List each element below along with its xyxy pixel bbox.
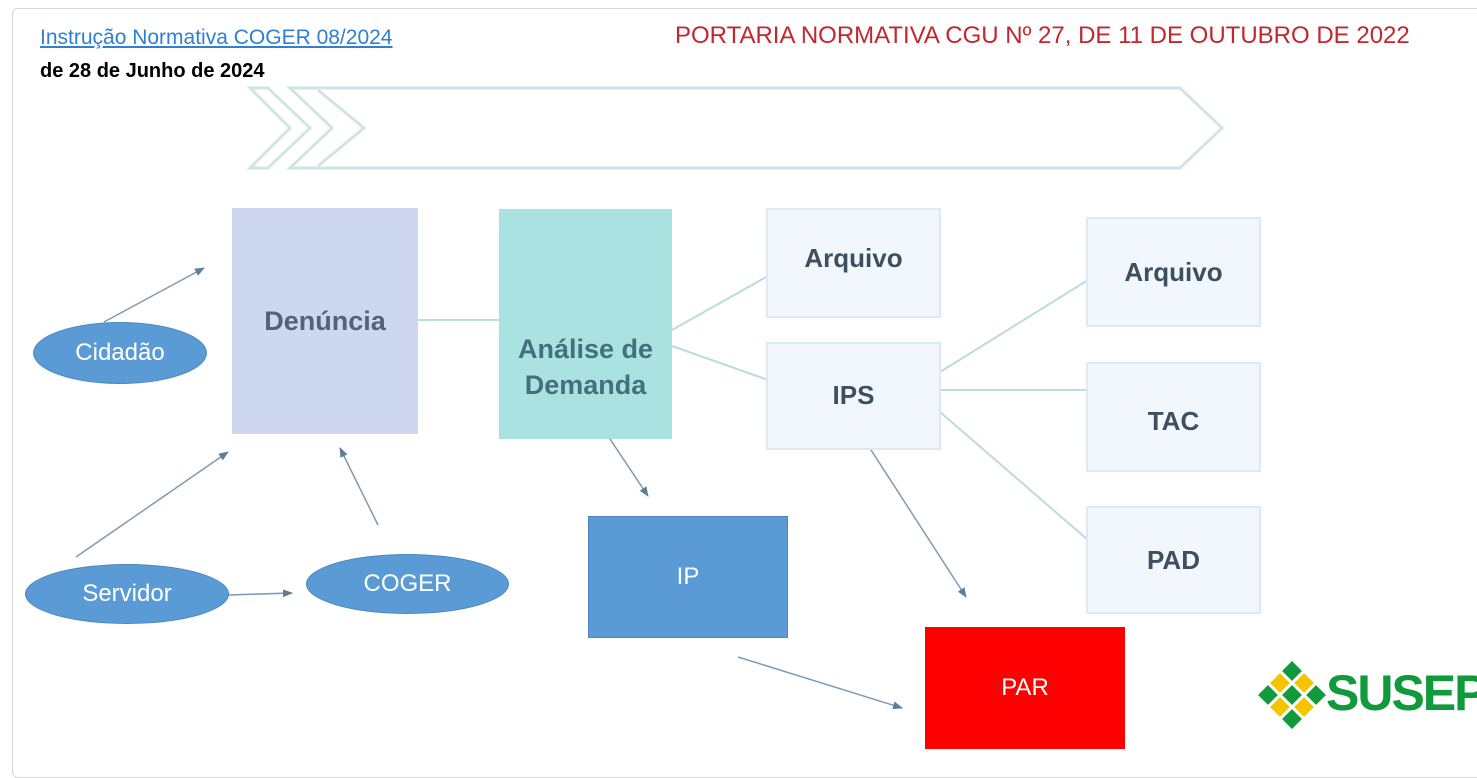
arrow-servidor-denuncia: [75, 451, 229, 558]
node-ips-label: IPS: [832, 380, 875, 410]
oval-coger: COGER: [306, 554, 509, 614]
arrow-cidadao-denuncia: [103, 267, 205, 323]
node-arquivo-1-label: Arquivo: [804, 242, 903, 273]
chevron-small: [246, 86, 313, 170]
node-arquivo-2: Arquivo: [1086, 217, 1261, 327]
connector-analise-ips: [671, 345, 769, 381]
node-analise-label-line1: Análise de: [517, 334, 654, 364]
node-arquivo-1: Arquivo: [766, 208, 941, 318]
oval-servidor: Servidor: [25, 564, 229, 624]
node-pad: PAD: [1086, 506, 1261, 614]
susep-logo: SUSEP: [1256, 650, 1477, 740]
arrow-ips-par: [861, 435, 967, 598]
susep-logo-text: SUSEP: [1326, 665, 1477, 721]
node-par-label: PAR: [1001, 674, 1049, 701]
node-tac-label: TAC: [1147, 406, 1200, 436]
node-ip: IP: [588, 516, 788, 638]
portaria-title: PORTARIA NORMATIVA CGU Nº 27, DE 11 DE O…: [675, 22, 1410, 49]
connector-ips-pad: [939, 411, 1089, 541]
node-denuncia: Denúncia: [232, 208, 418, 434]
node-ip-label: IP: [676, 563, 700, 590]
susep-logo-icon: [1258, 661, 1326, 729]
connector-ips-arquivo: [939, 279, 1089, 373]
chevron-long: [286, 86, 1225, 170]
node-denuncia-label: Denúncia: [264, 305, 386, 336]
chevron-inner: [317, 88, 367, 168]
node-pad-label: PAD: [1147, 544, 1200, 575]
node-ips: IPS: [766, 342, 941, 450]
node-analise-label-line2: Demanda: [524, 370, 647, 400]
oval-coger-label: COGER: [363, 570, 452, 597]
node-analise-demanda: Análise de Demanda: [499, 209, 672, 439]
arrow-coger-denuncia: [339, 447, 379, 526]
oval-cidadao: Cidadão: [33, 322, 207, 384]
oval-servidor-label: Servidor: [82, 580, 172, 607]
oval-cidadao-label: Cidadão: [75, 339, 165, 366]
node-arquivo-2-label: Arquivo: [1124, 256, 1223, 287]
arrow-ip-par: [737, 656, 903, 710]
connector-analise-arquivo: [671, 275, 769, 331]
date-line: de 28 de Junho de 2024: [40, 60, 265, 82]
arrow-servidor-coger: [227, 589, 293, 598]
instrucao-normativa-link[interactable]: Instrução Normativa COGER 08/2024: [40, 26, 393, 49]
node-par: PAR: [925, 627, 1125, 749]
node-tac: TAC: [1086, 362, 1261, 472]
